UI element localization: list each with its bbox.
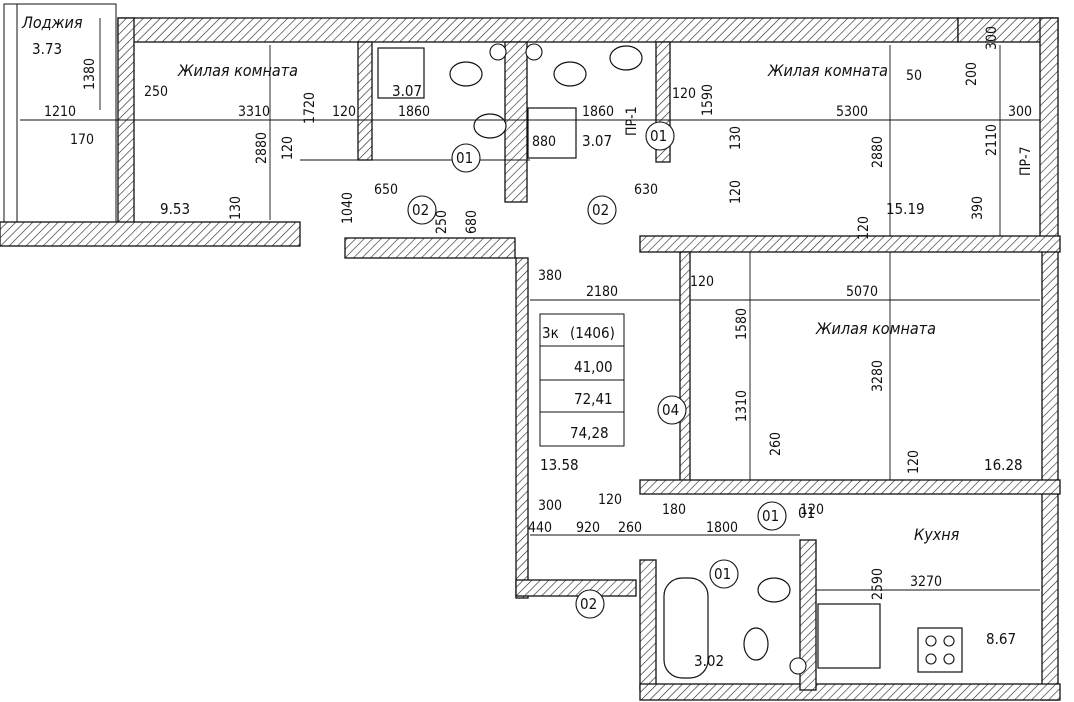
dim-label: 390 [970, 196, 986, 220]
dim-label: 120 [598, 492, 622, 508]
dim-label: 920 [576, 520, 600, 536]
dim-label: 300 [538, 498, 562, 514]
dim-label: 130 [228, 196, 244, 220]
living-room-right-mid-label: Жилая комната [815, 319, 936, 338]
dim-label: 380 [538, 268, 562, 284]
fixtures [377, 43, 963, 679]
dim-label: 1380 [82, 58, 98, 90]
dim-label: 250 [434, 210, 450, 234]
dim-label: 250 [144, 84, 168, 100]
dim-label: 120 [672, 86, 696, 102]
living-room-left-label: Жилая комната [177, 61, 298, 80]
loggia-label: Лоджия [21, 13, 83, 32]
dim-label: 650 [374, 182, 398, 198]
dim-label: 1210 [44, 104, 76, 120]
door-mark: 02 [412, 201, 429, 219]
dim-label: 1860 [398, 104, 430, 120]
dim-label: 630 [634, 182, 658, 198]
kitchen-area: 8.67 [986, 630, 1016, 648]
dim-label: 880 [532, 134, 556, 150]
apartment-type: 3к [542, 324, 559, 342]
dim-label: 170 [70, 132, 94, 148]
dim-label: 2880 [254, 132, 270, 164]
loggia-area: 3.73 [32, 40, 62, 58]
dimension-labels: 1380 1210 170 250 3310 1720 120 2880 120… [44, 26, 1032, 600]
door-marks: 01 02 01 02 01 04 01 02 01 [407, 121, 815, 619]
dim-label: 1860 [582, 104, 614, 120]
apartment-info-box: 3к (1406) 41,00 72,41 74,28 [539, 313, 625, 447]
dim-label: 2110 [984, 124, 1000, 156]
dim-label: 120 [332, 104, 356, 120]
dim-label: 300 [984, 26, 1000, 50]
dim-label: 5300 [836, 104, 868, 120]
dim-label: 120 [728, 180, 744, 204]
dim-label: 1590 [700, 84, 716, 116]
door-mark: 01 [798, 504, 815, 522]
bath-top-right-area: 3.07 [582, 132, 612, 150]
dim-label: 50 [906, 68, 922, 84]
living-area-value: 41,00 [574, 358, 613, 376]
dimension-lines [20, 18, 1040, 591]
dim-label: 1310 [734, 390, 750, 422]
door-mark: 01 [650, 127, 667, 145]
living-room-right-top-label: Жилая комната [767, 61, 888, 80]
dim-label: 2180 [586, 284, 618, 300]
dim-label: 3270 [910, 574, 942, 590]
door-mark: 02 [580, 595, 597, 613]
door-mark: 01 [762, 507, 779, 525]
dim-label: 130 [728, 126, 744, 150]
door-mark: 01 [714, 565, 731, 583]
dim-label: 120 [690, 274, 714, 290]
dim-label: 2880 [870, 136, 886, 168]
walls [0, 3, 1061, 701]
dim-label: 120 [856, 216, 872, 240]
dim-label: 180 [662, 502, 686, 518]
duct-mark: ПР-1 [624, 106, 640, 136]
living-room-right-mid-area: 16.28 [984, 456, 1023, 474]
dim-label: 200 [964, 62, 980, 86]
dim-label: 260 [768, 432, 784, 456]
door-mark: 01 [456, 149, 473, 167]
apartment-code: (1406) [570, 324, 615, 342]
hall-area: 13.58 [540, 456, 579, 474]
duct-mark: ПР-7 [1018, 146, 1034, 176]
dim-label: 3280 [870, 360, 886, 392]
dim-label: 2590 [870, 568, 886, 600]
total-area-value: 72,41 [574, 390, 613, 408]
living-room-right-top-area: 15.19 [886, 200, 925, 218]
dim-label: 260 [618, 520, 642, 536]
dim-label: 300 [1008, 104, 1032, 120]
dim-label: 3310 [238, 104, 270, 120]
dim-label: 680 [464, 210, 480, 234]
bathroom-bottom-area: 3.02 [694, 652, 724, 670]
door-mark: 04 [662, 401, 679, 419]
dim-label: 1580 [734, 308, 750, 340]
dim-label: 1720 [302, 92, 318, 124]
dim-label: 1040 [340, 192, 356, 224]
door-mark: 02 [592, 201, 609, 219]
dim-label: 120 [800, 502, 824, 518]
total-with-loggia-value: 74,28 [570, 424, 609, 442]
dim-label: 5070 [846, 284, 878, 300]
dim-label: 1800 [706, 520, 738, 536]
dim-label: 120 [906, 450, 922, 474]
kitchen-label: Кухня [914, 525, 960, 544]
dim-label: 440 [528, 520, 552, 536]
dim-label: 120 [280, 136, 296, 160]
bath-top-left-area: 3.07 [392, 82, 422, 100]
living-room-left-area: 9.53 [160, 200, 190, 218]
